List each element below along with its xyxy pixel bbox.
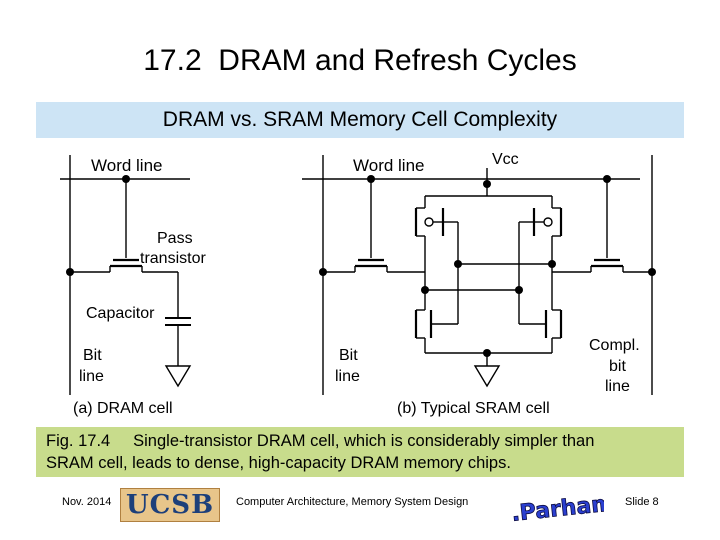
dram-bit-label-1: Bit (83, 347, 102, 364)
caption-line-2: SRAM cell, leads to dense, high-capacity… (46, 454, 511, 472)
ucsb-logo-text: UCSB (125, 490, 215, 520)
sram-compl-label-3: line (605, 378, 630, 395)
sram-compl-label-1: Compl. (589, 337, 640, 354)
sram-left-pmos-bubble (424, 217, 434, 227)
footer-course-title: Computer Architecture, Memory System Des… (236, 496, 469, 508)
sram-right-pmos-bubble (543, 217, 553, 227)
sram-cross-node-a (548, 260, 556, 268)
footer-slide-number: Slide 8 (625, 496, 659, 508)
slide-title: 17.2 DRAM and Refresh Cycles (143, 44, 577, 77)
ucsb-logo: UCSB (120, 488, 220, 522)
sram-cell: Word line Vcc Bit line Compl. bit line (… (302, 151, 656, 417)
dram-bit-label-2: line (79, 368, 104, 385)
subtitle-band: DRAM vs. SRAM Memory Cell Complexity (36, 102, 684, 138)
sram-cross-node-b (421, 286, 429, 294)
sram-vcc-label: Vcc (492, 151, 519, 168)
subtitle-text: DRAM vs. SRAM Memory Cell Complexity (162, 108, 558, 131)
sram-ground-icon (473, 365, 501, 388)
dram-cell: Word line Pass transistor Capacitor Bit … (60, 155, 206, 417)
dram-pass-label-2: transistor (140, 250, 206, 267)
dram-pass-label-1: Pass (157, 230, 193, 247)
caption-line-1: Fig. 17.4 Single-transistor DRAM cell, w… (46, 432, 595, 450)
footer-date: Nov. 2014 (62, 496, 112, 508)
sram-vcc-node (483, 180, 491, 188)
sram-bit-label-2: line (335, 368, 360, 385)
sram-word-line-label: Word line (353, 156, 425, 175)
sram-caption: (b) Typical SRAM cell (397, 400, 550, 417)
author-logo: B.Parhami (512, 490, 604, 526)
dram-ground-icon (164, 365, 192, 388)
sram-compl-label-2: bit (609, 358, 626, 375)
dram-caption: (a) DRAM cell (73, 400, 173, 417)
dram-capacitor-label: Capacitor (86, 305, 155, 322)
figure-caption: Fig. 17.4 Single-transistor DRAM cell, w… (36, 427, 684, 477)
sram-bit-label-1: Bit (339, 347, 358, 364)
author-logo-text: B.Parhami (512, 490, 604, 526)
dram-word-line-label: Word line (91, 156, 163, 175)
memory-cell-diagram: Word line Pass transistor Capacitor Bit … (60, 151, 656, 417)
